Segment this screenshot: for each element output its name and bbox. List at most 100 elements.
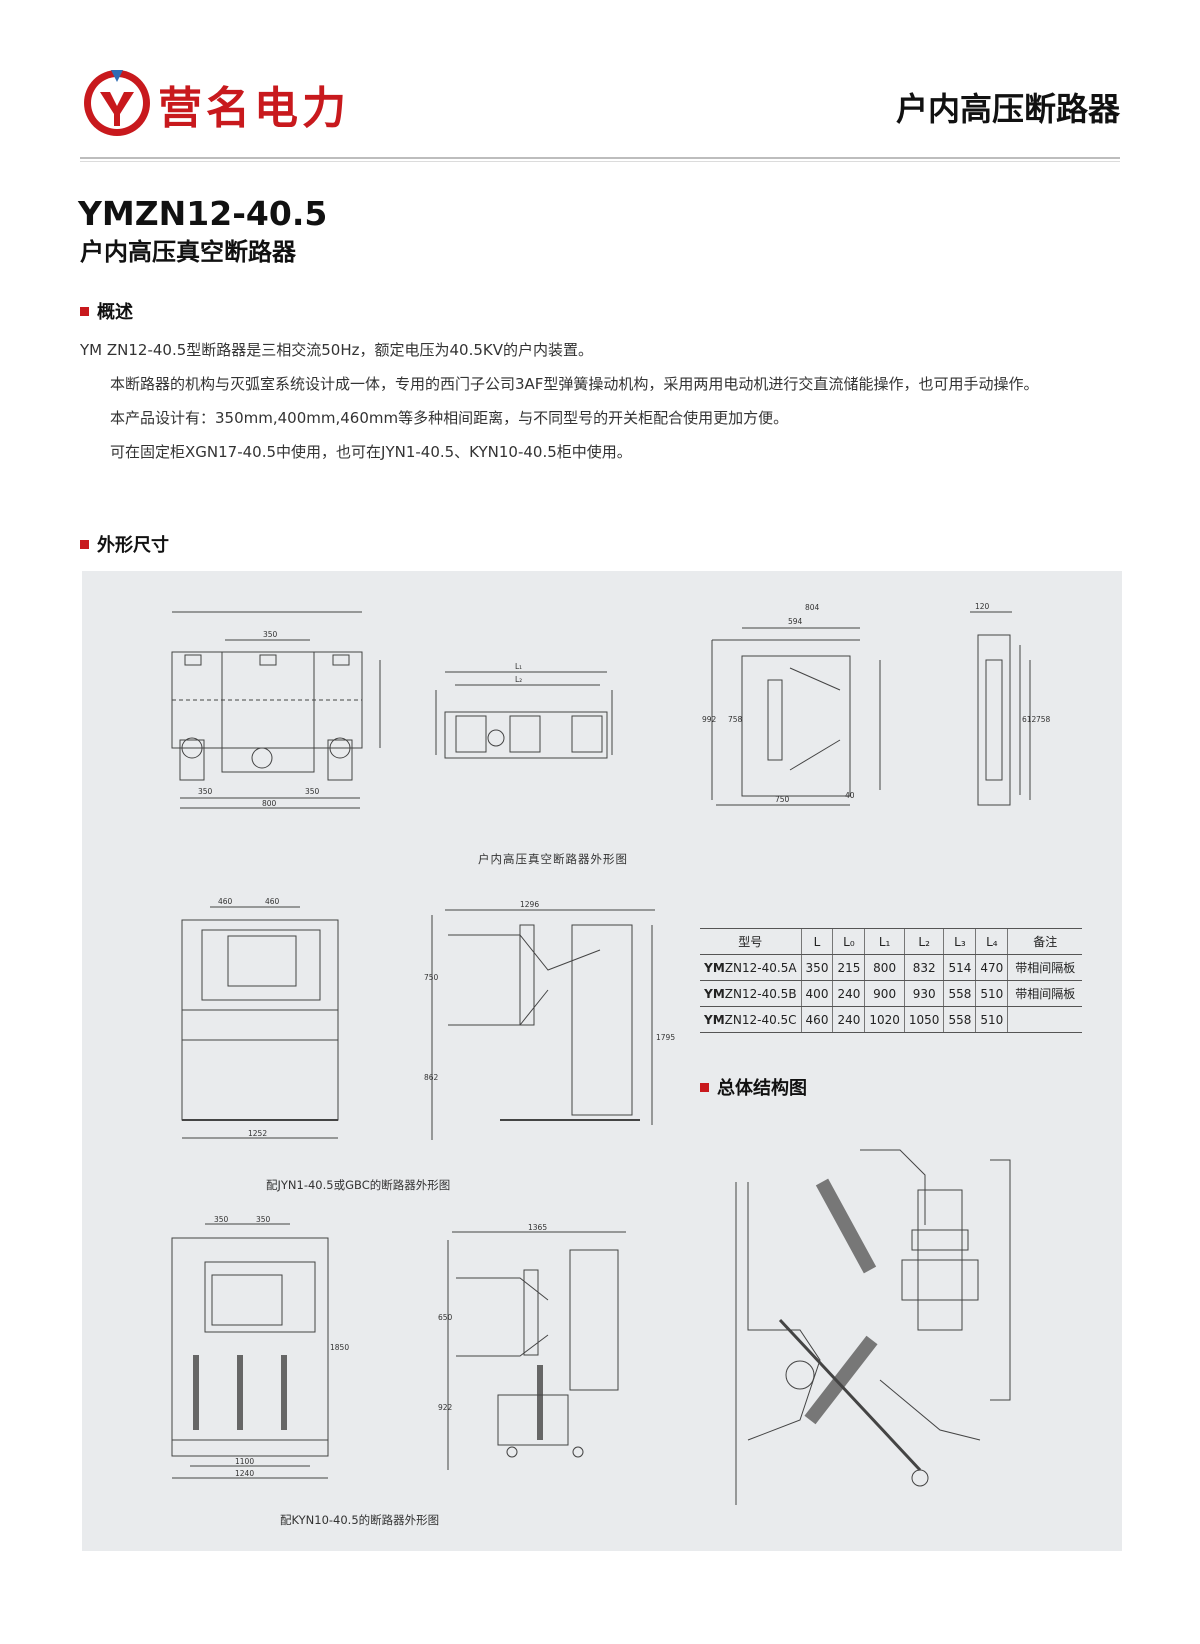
dim-label: 800	[262, 799, 277, 808]
dim-label: L₁	[515, 662, 522, 671]
dim-label: 350	[263, 630, 278, 639]
table-row: YMZN12-40.5A 350 215 800 832 514 470 带相间…	[700, 954, 1083, 981]
dim-label: 1795	[656, 1033, 675, 1042]
table-cell: 240	[832, 1006, 865, 1033]
table-cell: 930	[903, 980, 944, 1007]
profile-view-drawing	[970, 611, 1031, 806]
caption-kyn-drawing: 配KYN10-40.5的断路器外形图	[280, 1513, 440, 1527]
table-row: YMZN12-40.5C 460 240 1020 1050 558 510	[700, 1006, 1083, 1033]
table-header: L	[800, 928, 833, 955]
table-cell: 470	[975, 954, 1008, 981]
brand-logo	[80, 60, 440, 150]
structure-drawing	[735, 1149, 1011, 1505]
table-cell: 558	[943, 1006, 976, 1033]
dim-label: L₂	[515, 675, 522, 684]
category-title: 户内高压断路器	[895, 90, 1120, 128]
model-cell: YMZN12-40.5B	[700, 980, 802, 1007]
structure-heading-label: 总体结构图	[717, 1078, 807, 1099]
model-prefix: YM	[704, 1012, 725, 1027]
table-header-row: 型号 L L₀ L₁ L₂ L₃ L₄ 备注	[700, 928, 1083, 955]
dim-label: 750	[424, 973, 439, 982]
table-cell: 215	[832, 954, 865, 981]
dim-label: 40	[845, 791, 855, 800]
dim-label: 1240	[235, 1469, 254, 1478]
overview-paragraph: 本断路器的机构与灭弧室系统设计成一体，专用的西门子公司3AF型弹簧操动机构，采用…	[110, 375, 1039, 393]
section-bullet-icon	[80, 540, 89, 549]
dim-label: 750	[775, 795, 790, 804]
table-header: L₀	[832, 928, 865, 955]
jyn-side-drawing	[431, 909, 655, 1140]
side-view-drawing	[711, 627, 881, 806]
top-view-drawing	[435, 671, 613, 759]
dim-label: 992	[702, 715, 717, 724]
dimensions-heading-label: 外形尺寸	[97, 535, 169, 556]
header-divider-thin	[80, 161, 1120, 162]
table-note: 带相间隔板	[1007, 980, 1083, 1007]
dim-label: 460	[265, 897, 280, 906]
product-subtitle: 户内高压真空断路器	[80, 238, 296, 266]
table-cell: 800	[864, 954, 905, 981]
model-prefix: YM	[704, 986, 725, 1001]
product-model: YMZN12-40.5	[78, 194, 328, 233]
overview-paragraph: 可在固定柜XGN17-40.5中使用，也可在JYN1-40.5、KYN10-40…	[110, 443, 632, 461]
brand-name: 营名电力	[158, 83, 350, 134]
dim-label: 350	[305, 787, 320, 796]
table-cell: 400	[800, 980, 833, 1007]
table-header: L₄	[975, 928, 1008, 955]
model-prefix: YM	[704, 960, 725, 975]
model-name: ZN12-40.5C	[724, 1012, 797, 1027]
table-cell: 1050	[903, 1006, 944, 1033]
dim-label: 594	[788, 617, 803, 626]
structure-heading: 总体结构图	[700, 1074, 807, 1100]
table-cell: 240	[832, 980, 865, 1007]
jyn-front-drawing	[181, 906, 339, 1139]
kyn-front-drawing	[171, 1223, 329, 1479]
table-cell: 558	[943, 980, 976, 1007]
table-header: L₂	[903, 928, 944, 955]
dim-label: 1296	[520, 900, 539, 909]
model-name: ZN12-40.5A	[724, 960, 797, 975]
dim-label: 650	[438, 1313, 453, 1322]
header-divider	[80, 157, 1120, 159]
table-note: 带相间隔板	[1007, 954, 1083, 981]
table-cell: 350	[800, 954, 833, 981]
table-cell: 514	[943, 954, 976, 981]
dim-label: 460	[218, 897, 233, 906]
overview-paragraph: 本产品设计有：350mm,400mm,460mm等多种相间距离，与不同型号的开关…	[110, 409, 789, 427]
overview-paragraph: YM ZN12-40.5型断路器是三相交流50Hz，额定电压为40.5KV的户内…	[80, 341, 594, 359]
dim-label: 350	[214, 1215, 229, 1224]
caption-main-drawing: 户内高压真空断路器外形图	[478, 852, 628, 866]
dim-label: 1100	[235, 1457, 254, 1466]
dim-label: 862	[424, 1073, 439, 1082]
dim-label: 120	[975, 602, 990, 611]
table-cell: 1020	[864, 1006, 905, 1033]
table-cell: 832	[903, 954, 944, 981]
model-cell: YMZN12-40.5A	[700, 954, 802, 981]
dim-label: 1365	[528, 1223, 547, 1232]
overview-heading: 概述	[80, 298, 133, 324]
dim-label: 922	[438, 1403, 453, 1412]
table-row: YMZN12-40.5B 400 240 900 930 558 510 带相间…	[700, 980, 1083, 1007]
dim-label: 612	[1022, 715, 1037, 724]
table-cell: 510	[975, 1006, 1008, 1033]
table-header: 型号	[700, 928, 802, 955]
table-header: 备注	[1007, 928, 1083, 955]
kyn-side-drawing	[447, 1231, 626, 1470]
spec-table: 型号 L L₀ L₁ L₂ L₃ L₄ 备注 YMZN12-40.5A 350 …	[700, 928, 1083, 1033]
dim-label: 758	[1036, 715, 1051, 724]
overview-text: YM ZN12-40.5型断路器是三相交流50Hz，额定电压为40.5KV的户内…	[80, 333, 1122, 469]
dim-label: 350	[198, 787, 213, 796]
table-cell: 900	[864, 980, 905, 1007]
table-header: L₁	[864, 928, 905, 955]
dim-label: 804	[805, 603, 820, 612]
table-cell: 460	[800, 1006, 833, 1033]
table-header: L₃	[943, 928, 976, 955]
table-note	[1007, 1006, 1083, 1033]
caption-jyn-drawing: 配JYN1-40.5或GBC的断路器外形图	[266, 1178, 451, 1192]
dimensions-heading: 外形尺寸	[80, 531, 169, 557]
dim-label: 1252	[248, 1129, 267, 1138]
dim-label: 350	[256, 1215, 271, 1224]
table-cell: 510	[975, 980, 1008, 1007]
dim-label: 758	[728, 715, 743, 724]
